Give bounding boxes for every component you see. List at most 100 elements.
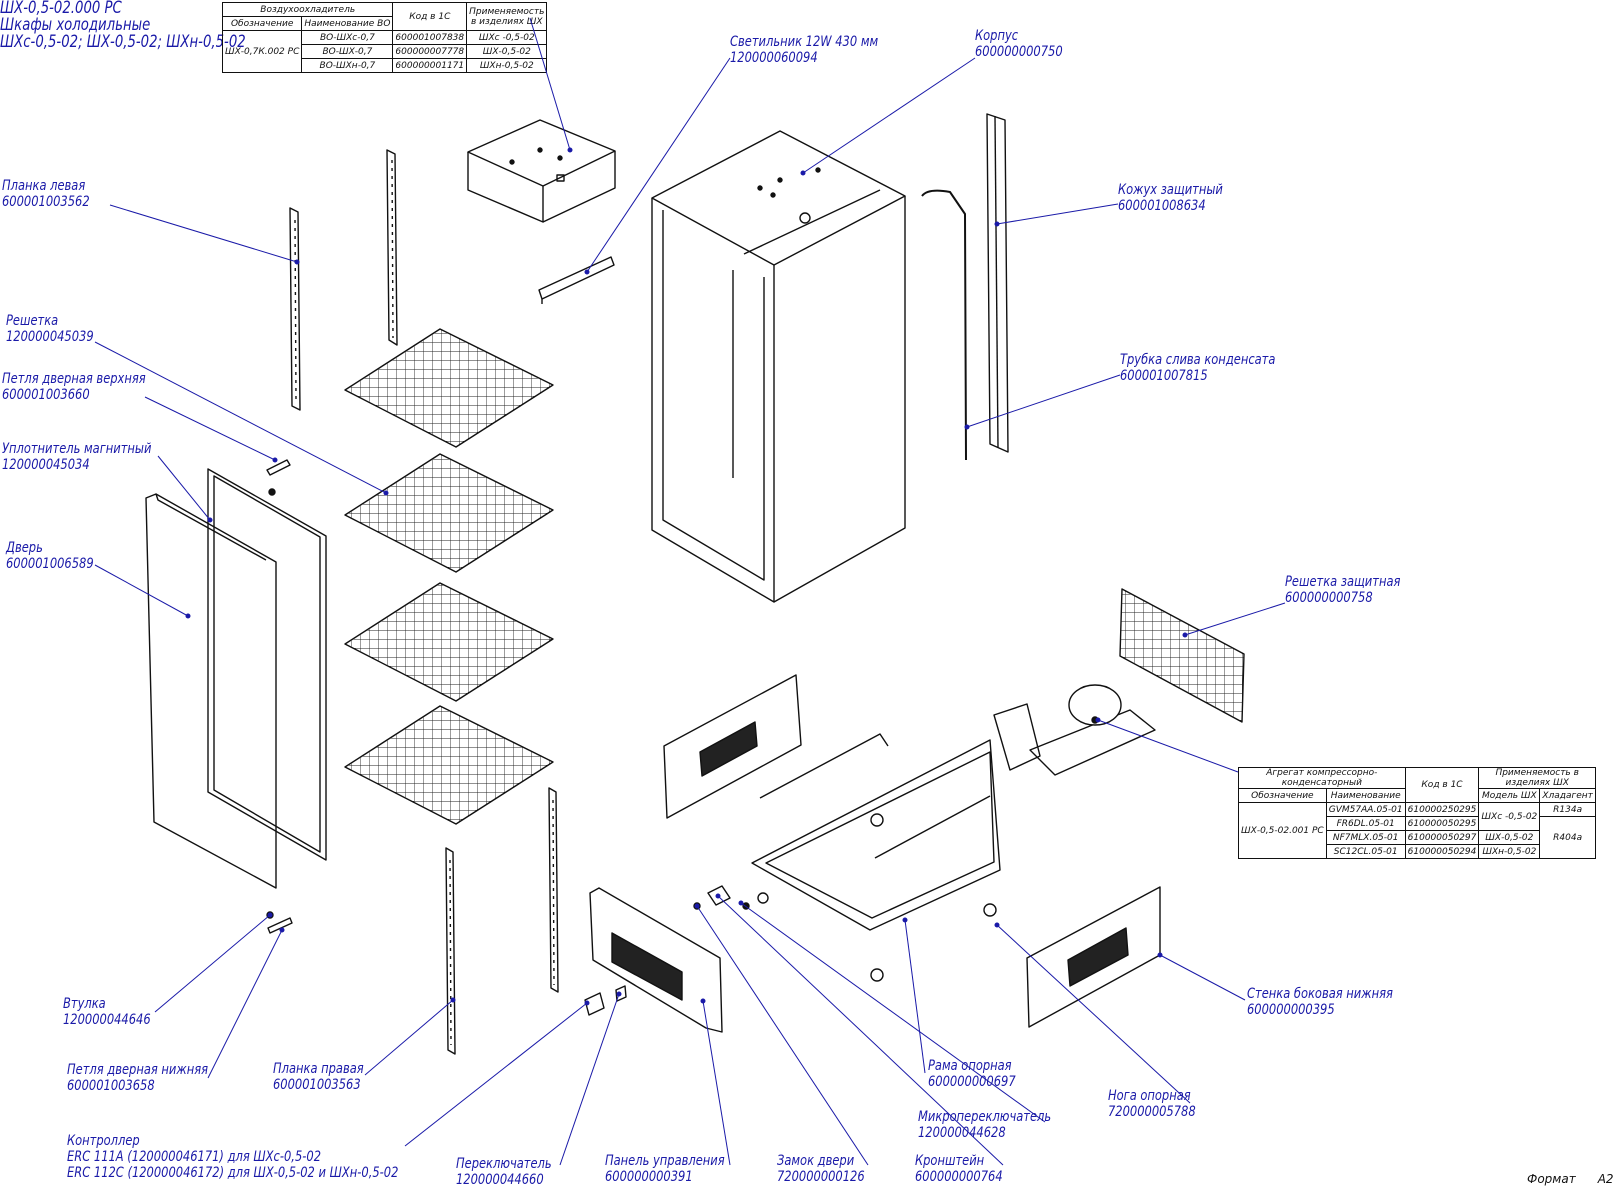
callout-lower-side-wall: Стенка боковая нижняя 600000000395 bbox=[1247, 986, 1393, 1018]
part-code: 600001003562 bbox=[2, 194, 90, 210]
part-name: Светильник 12W 430 мм bbox=[730, 34, 879, 50]
table-cell: 600000001171 bbox=[392, 58, 468, 73]
table-cell: ШХн-0,5-02 bbox=[466, 58, 548, 73]
part-code: 600000000758 bbox=[1285, 590, 1373, 606]
part-name: Уплотнитель магнитный bbox=[2, 441, 152, 457]
callout-support-leg: Нога опорная 720000005788 bbox=[1108, 1088, 1196, 1120]
part-name: Переключатель bbox=[456, 1156, 552, 1172]
callout-switch: Переключатель 120000044660 bbox=[456, 1156, 552, 1188]
callout-left-plank: Планка левая 600001003562 bbox=[2, 178, 90, 210]
part-name: Стенка боковая нижняя bbox=[1247, 986, 1393, 1002]
format-label: Формат bbox=[1527, 1172, 1576, 1186]
support-frame-part bbox=[751, 733, 1001, 982]
callout-control-panel: Панель управления 600000000391 bbox=[605, 1153, 725, 1185]
lamp-part bbox=[538, 256, 615, 304]
part-code: 600001003658 bbox=[67, 1078, 155, 1094]
callout-microswitch: Микропереключатель 120000044628 bbox=[918, 1109, 1051, 1141]
table-cell: ШХс -0,5-02 bbox=[1478, 802, 1541, 831]
part-name: Решетка защитная bbox=[1285, 574, 1401, 590]
shelf-4 bbox=[344, 705, 554, 825]
callout-bushing: Втулка 120000044646 bbox=[63, 996, 151, 1028]
part-name: Рама опорная bbox=[928, 1058, 1012, 1074]
part-name: Кожух защитный bbox=[1118, 182, 1223, 198]
table-cell: ВО-ШХн-0,7 bbox=[301, 58, 394, 73]
right-plank-part bbox=[445, 847, 456, 1055]
callout-bracket: Кронштейн 600000000764 bbox=[915, 1153, 1003, 1185]
part-name: Дверь bbox=[6, 540, 43, 556]
table-cell: ШХн-0,5-02 bbox=[1478, 844, 1541, 859]
protective-grate-part bbox=[1119, 588, 1245, 723]
part-code: 120000044646 bbox=[63, 1012, 151, 1028]
part-code: 600000000764 bbox=[915, 1169, 1003, 1185]
part-name: Кронштейн bbox=[915, 1153, 985, 1169]
air-cooler-table: Воздухоохладитель Код в 1С Применяемость… bbox=[221, 2, 548, 73]
part-name: Нога опорная bbox=[1108, 1088, 1191, 1104]
part-code: 600000000395 bbox=[1247, 1002, 1335, 1018]
part-code: 120000045034 bbox=[2, 457, 90, 473]
part-name: Решетка bbox=[6, 313, 59, 329]
door-part bbox=[145, 493, 277, 889]
lower-plank-part bbox=[548, 787, 559, 993]
part-code: 120000044628 bbox=[918, 1125, 1006, 1141]
top-hinge-part bbox=[266, 459, 291, 496]
part-name: Трубка слива конденсата bbox=[1120, 352, 1276, 368]
callout-door: Дверь 600001006589 bbox=[6, 540, 94, 572]
part-code: 600000000750 bbox=[975, 44, 1063, 60]
part-code: 600000000391 bbox=[605, 1169, 693, 1185]
protective-cover-part bbox=[986, 113, 1009, 453]
air-cooler-part bbox=[467, 119, 616, 223]
controller-variant: ERC 112C (120000046172) для ШХ-0,5-02 и … bbox=[67, 1165, 399, 1181]
part-name: Панель управления bbox=[605, 1153, 725, 1169]
table-cell: ШХ-0,5-02.001 РС bbox=[1238, 802, 1327, 859]
upper-plank-part bbox=[386, 149, 398, 346]
table-row: SC12CL.05-01 610000050294 ШХн-0,5-02 bbox=[1239, 844, 1596, 859]
part-code: 720000000126 bbox=[777, 1169, 865, 1185]
lower-side-wall-part bbox=[983, 886, 1161, 1028]
callout-door-lock: Замок двери 720000000126 bbox=[777, 1153, 865, 1185]
callout-lamp: Светильник 12W 430 мм 120000060094 bbox=[730, 34, 878, 66]
part-name: Контроллер bbox=[67, 1133, 140, 1149]
part-name: Микропереключатель bbox=[918, 1109, 1052, 1125]
callout-controller: Контроллер ERC 111A (120000046171) для Ш… bbox=[67, 1133, 398, 1181]
shelf-1 bbox=[344, 328, 554, 448]
callout-leaders bbox=[94, 17, 1286, 1166]
part-name: Корпус bbox=[975, 28, 1019, 44]
part-code: 600001003660 bbox=[2, 387, 90, 403]
table-header: Код в 1С bbox=[392, 2, 468, 31]
drawing-title: ШХ-0,5-02.000 РС Шкафы холодильные ШХс-0… bbox=[0, 0, 246, 51]
compressor-unit-table: Агрегат компрессорно-конденсаторный Код … bbox=[1238, 767, 1596, 859]
callout-protective-grate: Решетка защитная 600000000758 bbox=[1285, 574, 1400, 606]
compressor-unit-part bbox=[993, 684, 1156, 776]
callout-drain-tube: Трубка слива конденсата 600001007815 bbox=[1120, 352, 1275, 384]
callout-protective-cover: Кожух защитный 600001008634 bbox=[1118, 182, 1223, 214]
part-name: Петля дверная верхняя bbox=[2, 371, 146, 387]
drawing-models: ШХс-0,5-02; ШХ-0,5-02; ШХн-0,5-02 bbox=[0, 32, 246, 52]
part-code: 600001006589 bbox=[6, 556, 94, 572]
callout-support-frame: Рама опорная 600000000697 bbox=[928, 1058, 1016, 1090]
drawing-number: ШХ-0,5-02.000 РС bbox=[0, 0, 122, 18]
table-row: FR6DL.05-01 610000050295 R404a bbox=[1239, 816, 1596, 859]
callout-body: Корпус 600000000750 bbox=[975, 28, 1063, 60]
table-header: Код в 1С bbox=[1404, 767, 1480, 803]
callout-bottom-hinge: Петля дверная нижняя 600001003658 bbox=[67, 1062, 208, 1094]
rear-panel-part bbox=[663, 674, 802, 819]
table-cell: R404a bbox=[1539, 816, 1596, 859]
callout-magnetic-seal: Уплотнитель магнитный 120000045034 bbox=[2, 441, 151, 473]
control-panel-part bbox=[584, 887, 723, 1033]
part-code: 120000060094 bbox=[730, 50, 818, 66]
drawing-subtitle: Шкафы холодильные bbox=[0, 15, 151, 35]
table-row: ШХ-0,5-02.001 РС GVM57AA.05-01 610000250… bbox=[1238, 802, 1596, 859]
sheet-format: Формат А2 bbox=[1527, 1172, 1614, 1186]
callout-top-hinge: Петля дверная верхняя 600001003660 bbox=[2, 371, 146, 403]
table-row: ВО-ШХн-0,7 600000001171 ШХн-0,5-02 bbox=[223, 58, 548, 73]
part-code: 600001008634 bbox=[1118, 198, 1206, 214]
callout-right-plank: Планка правая 600001003563 bbox=[273, 1061, 364, 1093]
part-code: 600001003563 bbox=[273, 1077, 361, 1093]
format-value: А2 bbox=[1597, 1172, 1614, 1186]
part-name: Втулка bbox=[63, 996, 106, 1012]
shelf-2 bbox=[344, 453, 554, 573]
part-code: 600000000697 bbox=[928, 1074, 1016, 1090]
magnetic-seal-part bbox=[207, 468, 327, 861]
